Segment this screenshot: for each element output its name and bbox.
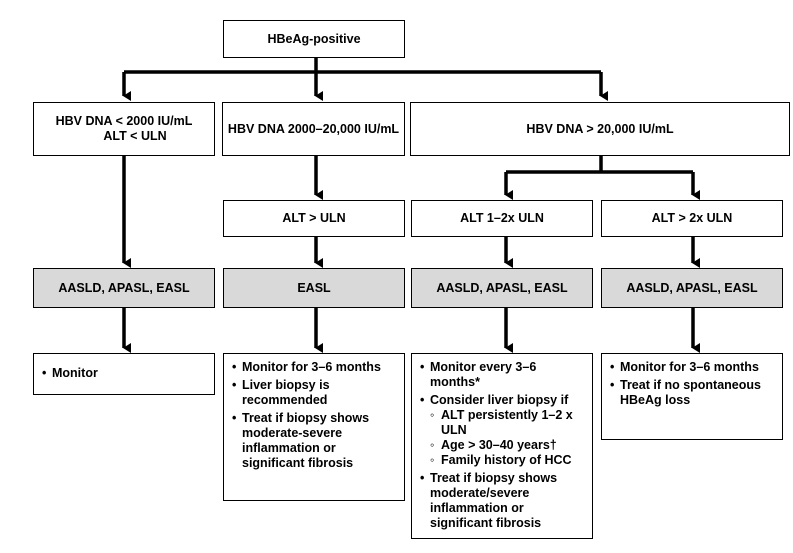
recommendation-text: Monitor (52, 366, 98, 380)
recommendation-text: Monitor for 3–6 months (620, 360, 759, 374)
bullet: • (420, 360, 425, 374)
recommendation-text: Monitor every 3–6 months* (430, 360, 537, 389)
alt-high-left-node: ALT 1–2x ULN (411, 200, 593, 237)
guidelines-high-right-node: AASLD, APASL, EASL (601, 268, 783, 308)
alt-mid-node: ALT > ULN (223, 200, 405, 237)
recommendation-high-left-box: • Monitor every 3–6 months* • Consider l… (411, 353, 593, 539)
alt-mid-label: ALT > ULN (282, 211, 346, 225)
bullet: • (610, 360, 615, 374)
recommendation-mid-box: • Monitor for 3–6 months • Liver biopsy … (223, 353, 405, 501)
bullet: • (232, 378, 237, 392)
recommendation-text: Consider liver biopsy if (430, 393, 569, 407)
recommendation-text: Treat if biopsy shows moderate/severe in… (430, 471, 558, 530)
guidelines-high-left-label: AASLD, APASL, EASL (436, 280, 568, 295)
root-label: HBeAg-positive (267, 31, 361, 46)
list-item: • Treat if no spontaneous HBeAg loss (610, 378, 774, 408)
alt-high-left-label: ALT 1–2x ULN (460, 211, 544, 225)
sub-criterion-text: Family history of HCC (441, 453, 572, 467)
hbv-dna-high-node: HBV DNA > 20,000 IU/mL (410, 102, 790, 156)
alt-high-right-label: ALT > 2x ULN (651, 211, 733, 225)
list-item: • Treat if biopsy shows moderate-severe … (232, 411, 396, 471)
bullet: • (232, 360, 237, 374)
sub-criterion-text: ALT persistently 1–2 x ULN (441, 408, 573, 437)
guidelines-low-node: AASLD, APASL, EASL (33, 268, 215, 308)
list-item: • Liver biopsy is recommended (232, 378, 396, 408)
recommendation-low-box: • Monitor (33, 353, 215, 395)
list-item: • Consider liver biopsy if (420, 393, 584, 408)
bullet: • (232, 411, 237, 425)
hbv-dna-high-label: HBV DNA > 20,000 IU/mL (526, 121, 674, 136)
recommendation-text: Treat if biopsy shows moderate-severe in… (242, 411, 370, 470)
guidelines-high-left-node: AASLD, APASL, EASL (411, 268, 593, 308)
hbv-dna-low-node: HBV DNA < 2000 IU/mL ALT < ULN (33, 102, 215, 156)
guidelines-mid-node: EASL (223, 268, 405, 308)
recommendation-high-right-box: • Monitor for 3–6 months • Treat if no s… (601, 353, 783, 440)
alt-high-right-node: ALT > 2x ULN (601, 200, 783, 237)
bullet: • (420, 393, 425, 407)
sub-bullet: ◦ (430, 438, 435, 452)
hbv-dna-low-line2: ALT < ULN (103, 129, 167, 143)
sub-criterion-text: Age > 30–40 years† (441, 438, 557, 452)
recommendation-text: Liver biopsy is recommended (242, 378, 330, 407)
list-item: • Monitor every 3–6 months* (420, 360, 584, 390)
bullet: • (610, 378, 615, 392)
list-item: • Treat if biopsy shows moderate/severe … (420, 471, 584, 531)
sub-bullet: ◦ (430, 453, 435, 467)
sub-list-item: ◦ Family history of HCC (420, 453, 584, 468)
list-item: • Monitor for 3–6 months (610, 360, 774, 375)
bullet: • (420, 471, 425, 485)
list-item: • Monitor (42, 366, 206, 381)
bullet: • (42, 366, 47, 380)
sub-list-item: ◦ Age > 30–40 years† (420, 438, 584, 453)
sub-bullet: ◦ (430, 408, 435, 422)
hbv-dna-mid-label: HBV DNA 2000–20,000 IU/mL (227, 121, 400, 136)
list-item: • Monitor for 3–6 months (232, 360, 396, 375)
guidelines-low-label: AASLD, APASL, EASL (58, 280, 190, 295)
guidelines-high-right-label: AASLD, APASL, EASL (626, 280, 758, 295)
recommendation-text: Treat if no spontaneous HBeAg loss (620, 378, 761, 407)
sub-list-item: ◦ ALT persistently 1–2 x ULN (420, 408, 584, 438)
guidelines-mid-label: EASL (297, 280, 331, 295)
root-node: HBeAg-positive (223, 20, 405, 58)
recommendation-text: Monitor for 3–6 months (242, 360, 381, 374)
hbv-dna-mid-node: HBV DNA 2000–20,000 IU/mL (222, 102, 405, 156)
hbv-dna-low-line1: HBV DNA < 2000 IU/mL (55, 114, 193, 128)
